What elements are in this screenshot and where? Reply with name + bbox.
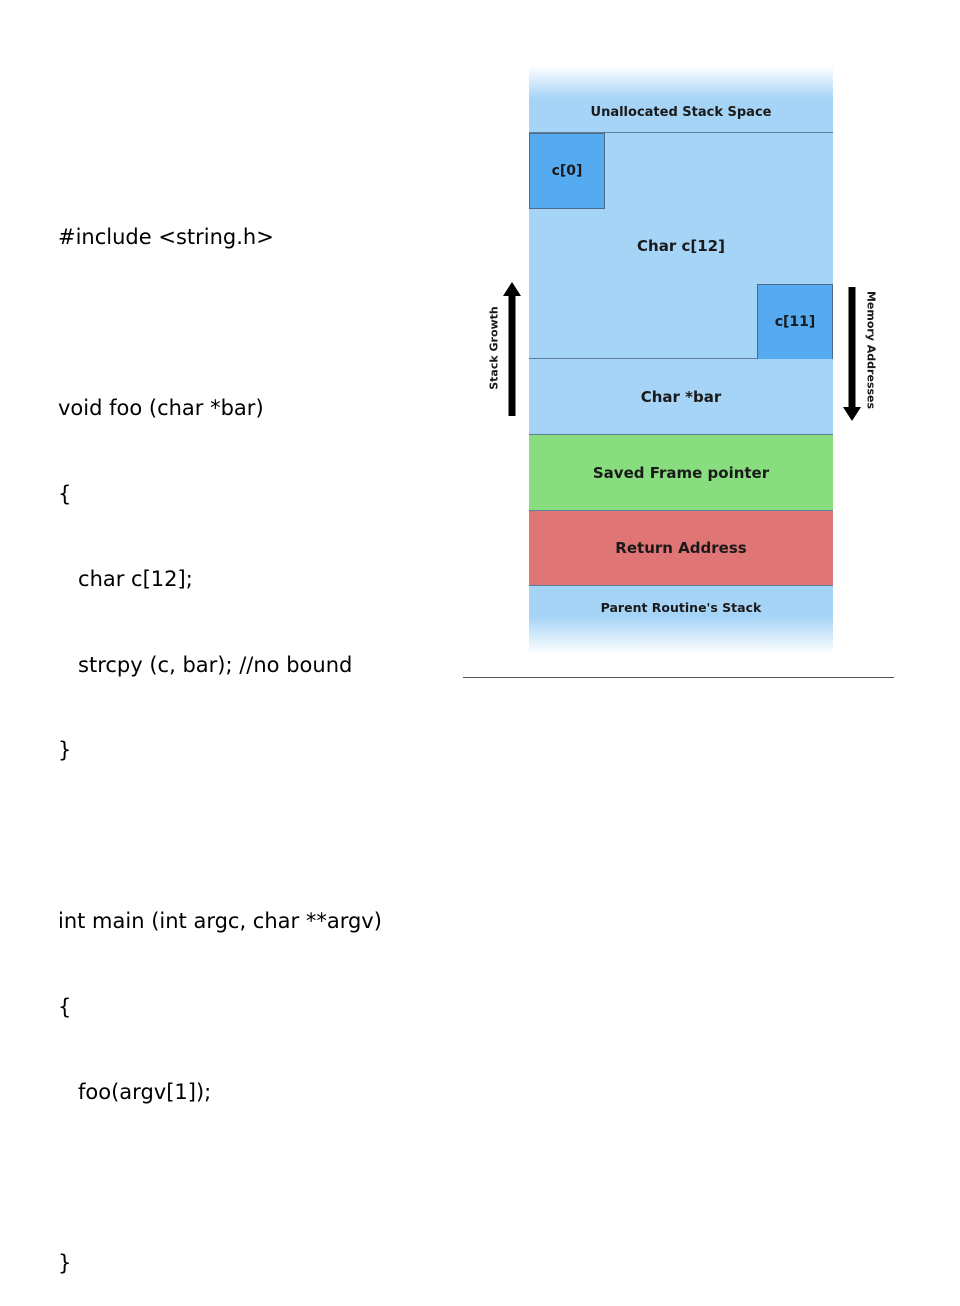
code-line xyxy=(58,1164,382,1193)
code-line: strcpy (c, bar); //no bound xyxy=(58,652,353,677)
code-line: #include <string.h> xyxy=(58,225,274,249)
return-address-segment: Return Address xyxy=(529,511,833,586)
memory-addresses-label: Memory Addresses xyxy=(864,290,878,410)
code-line: char c[12]; xyxy=(58,567,193,591)
stack-growth-label: Stack Growth xyxy=(487,306,501,390)
unallocated-stack-segment: Unallocated Stack Space xyxy=(529,66,833,133)
code-line xyxy=(58,309,382,338)
code-listing: #include <string.h> void foo (char *bar)… xyxy=(58,166,382,1306)
code-line: { xyxy=(58,481,72,506)
code-line: } xyxy=(58,1251,72,1275)
c11-cell-label: c[11] xyxy=(774,314,816,330)
footer-divider xyxy=(463,677,894,678)
code-line: foo(argv[1]); xyxy=(58,1080,212,1104)
code-line: int main (int argc, char **argv) xyxy=(58,909,382,933)
saved-frame-pointer-label: Saved Frame pointer xyxy=(592,463,770,482)
unallocated-stack-label: Unallocated Stack Space xyxy=(590,105,772,120)
parent-stack-label: Parent Routine's Stack xyxy=(600,599,762,615)
parent-stack-segment: Parent Routine's Stack xyxy=(529,586,833,654)
saved-frame-pointer-segment: Saved Frame pointer xyxy=(529,435,833,511)
c0-cell: c[0] xyxy=(529,133,605,209)
stack-growth-arrow-icon xyxy=(503,282,521,416)
code-line: { xyxy=(58,994,72,1019)
char-bar-segment: Char *bar xyxy=(529,359,833,435)
code-line xyxy=(58,822,382,851)
c0-cell-label: c[0] xyxy=(551,163,583,179)
c11-cell: c[11] xyxy=(757,284,833,360)
code-line: } xyxy=(58,738,72,762)
stack-diagram: Unallocated Stack Space Char c[12] c[0] … xyxy=(529,66,833,654)
char-c-buffer-label: Char c[12] xyxy=(637,236,725,255)
code-line: void foo (char *bar) xyxy=(58,396,264,420)
return-address-label: Return Address xyxy=(615,539,747,557)
char-bar-label: Char *bar xyxy=(640,387,722,406)
memory-addresses-arrow-icon xyxy=(843,287,861,421)
